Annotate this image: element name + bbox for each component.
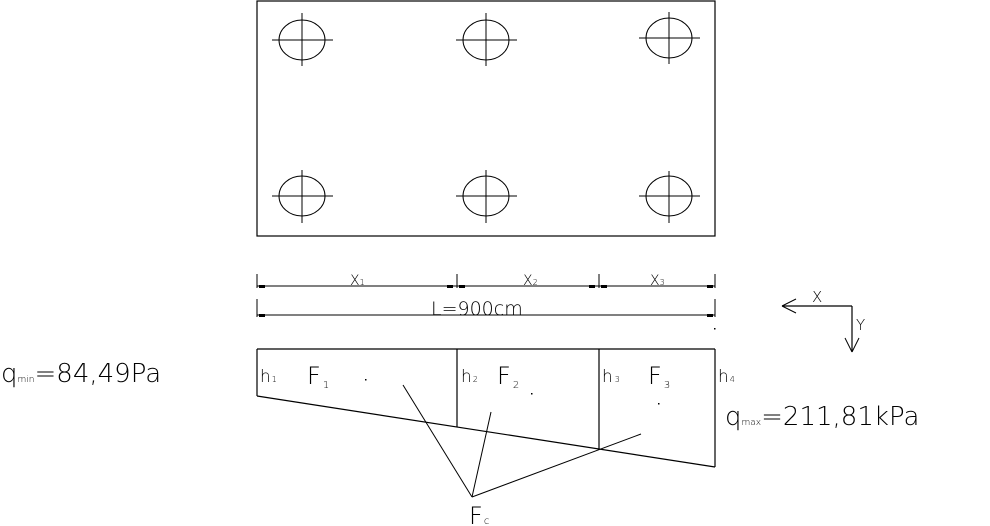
axis-indicator [781,298,860,353]
resultant-force-lines [365,379,660,498]
h4-label: h4 [718,367,735,387]
pile-5 [456,170,517,223]
pressure-diagram [256,348,716,468]
pile-4 [272,170,333,223]
dimension-x3-label: X3 [650,273,665,289]
dimension-total-length [256,299,716,330]
h2-label: h2 [461,367,478,387]
length-label: L=900cm [431,298,523,320]
dimension-x1-label: X1 [350,273,365,289]
pile-6 [639,171,700,223]
pile-1 [272,13,333,66]
dimension-x2-label: X2 [523,273,538,289]
h1-label: h1 [260,367,277,387]
qmax-label: qmax=211,81kPa [725,402,919,432]
axis-y-label: Y [856,316,865,334]
pile-3 [639,12,700,64]
fc-label: Fc [469,502,489,526]
dimension-x-segments [256,274,716,288]
pile-cap-outline [256,0,716,237]
axis-x-label: X [812,288,822,306]
qmin-label: qmin=84,49Pa [1,359,161,389]
pile-2 [456,13,517,66]
